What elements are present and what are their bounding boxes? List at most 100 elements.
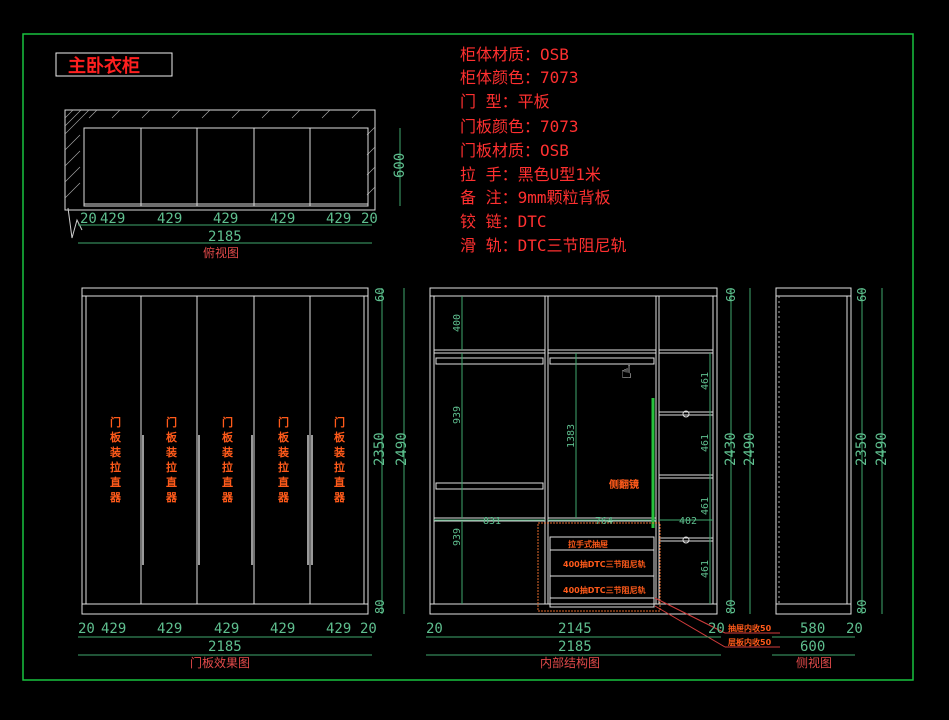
- dim-label: 20: [426, 621, 443, 637]
- dim-height: 80: [855, 600, 869, 614]
- dim-height: 2350: [854, 432, 870, 466]
- door-text: 器: [221, 491, 234, 504]
- door-text: 器: [277, 491, 290, 504]
- title-box: [55, 52, 173, 77]
- door-text: 板: [222, 430, 234, 444]
- dim-label: 429: [157, 621, 182, 637]
- dim-height: 2350: [372, 432, 388, 466]
- dim-label: 939: [452, 528, 463, 546]
- dim-label: 831: [483, 516, 501, 527]
- door-text: 装: [109, 445, 121, 459]
- dim-label: 764: [595, 516, 613, 527]
- door-text: 门: [110, 415, 121, 429]
- door-text: 拉: [334, 460, 345, 474]
- dim-total: 600: [800, 639, 825, 655]
- door-text: 拉: [222, 460, 233, 474]
- door-text: 板: [334, 430, 346, 444]
- dim-label: 429: [213, 211, 238, 227]
- dim-label: 429: [270, 621, 295, 637]
- door-text: 直: [278, 475, 289, 489]
- dim-label: 20: [708, 621, 725, 637]
- dim-label: 400: [452, 314, 463, 332]
- drawer-label: 400抽DTC三节阻尼轨: [563, 585, 646, 595]
- dim-height: 60: [855, 288, 869, 302]
- dim-label: 1383: [566, 424, 577, 448]
- spec-list: 柜体材质：OSB 柜体颜色：7073 门 型：平板 门板颜色：7073 门板材质…: [460, 45, 627, 255]
- door-text: 板: [278, 430, 290, 444]
- drawing-title: 主卧衣柜: [68, 55, 140, 77]
- dim-label: 429: [101, 621, 126, 637]
- door-text: 直: [334, 475, 345, 489]
- dim-label: 461: [700, 560, 711, 578]
- door-text: 板: [110, 430, 122, 444]
- spec-line: 门 型：平板: [460, 92, 550, 111]
- dim-label: 461: [700, 372, 711, 390]
- door-text: 板: [166, 430, 178, 444]
- spec-line: 拉 手：黑色U型1米: [460, 165, 601, 184]
- dim-label: 20: [360, 621, 377, 637]
- dim-label: 20: [80, 211, 97, 227]
- dim-label: 20: [78, 621, 95, 637]
- front-view: 门 板 装 拉 直 器 门 板 装 拉 直 器 门 板 装 拉 直 器 门 板 …: [78, 287, 410, 670]
- dim-height: 60: [724, 288, 738, 302]
- view-label: 内部结构图: [540, 655, 600, 670]
- door-text: 器: [333, 491, 346, 504]
- leader-note: 层板内收50: [727, 637, 772, 647]
- door-text: 直: [222, 475, 233, 489]
- dim-height: 80: [373, 600, 387, 614]
- dim-total: 2185: [208, 229, 242, 245]
- spec-line: 门板材质：OSB: [460, 141, 569, 160]
- dim-total: 2185: [558, 639, 592, 655]
- view-label: 门板效果图: [190, 655, 250, 670]
- dim-height: 2430: [723, 432, 739, 466]
- dim-label: 939: [452, 406, 463, 424]
- leader-note: 抽屉内收50: [728, 623, 772, 633]
- door-text: 直: [166, 475, 177, 489]
- dim-label: 20: [361, 211, 378, 227]
- door-text: 装: [221, 445, 233, 459]
- dim-height: 60: [373, 288, 387, 302]
- door-text: 门: [278, 415, 289, 429]
- top-view: 20 429 429 429 429 429 20 2185 600 俯视图: [64, 109, 408, 260]
- dim-height: 80: [724, 600, 738, 614]
- dim-label: 429: [157, 211, 182, 227]
- door-text: 装: [333, 445, 345, 459]
- drawing-frame: [22, 33, 914, 681]
- dim-depth: 600: [392, 153, 408, 178]
- dim-label: 429: [214, 621, 239, 637]
- door-text: 拉: [110, 460, 121, 474]
- spec-line: 滑 轨：DTC三节阻尼轨: [460, 236, 627, 255]
- drawer-label: 400抽DTC三节阻尼轨: [563, 559, 646, 569]
- door-text: 门: [166, 415, 177, 429]
- hand-cursor-icon: ☝: [621, 362, 632, 383]
- door-text: 装: [277, 445, 289, 459]
- spec-line: 柜体材质：OSB: [460, 45, 569, 64]
- spec-line: 备 注：9mm颗粒背板: [460, 188, 611, 207]
- door-text: 装: [165, 445, 177, 459]
- drawer-label: 拉手式抽屉: [568, 539, 608, 549]
- dim-height-total: 2490: [874, 432, 890, 466]
- dim-label: 580: [800, 621, 825, 637]
- dim-height-total: 2490: [742, 432, 758, 466]
- spec-line: 柜体颜色：7073: [460, 68, 579, 87]
- dim-label: 461: [700, 434, 711, 452]
- internal-view: 侧翻镜 ☝ 拉手式抽屉 400抽DTC三节阻尼轨 400抽DTC三节阻尼轨 抽屉…: [426, 287, 780, 670]
- door-text: 拉: [278, 460, 289, 474]
- dim-label: 429: [326, 211, 351, 227]
- dim-label: 20: [846, 621, 863, 637]
- mirror-label: 侧翻镜: [609, 478, 639, 491]
- spec-line: 铰 链：DTC: [460, 212, 547, 231]
- door-text: 拉: [166, 460, 177, 474]
- view-label: 侧视图: [796, 655, 832, 670]
- dim-label: 429: [270, 211, 295, 227]
- door-text: 器: [109, 491, 122, 504]
- dim-height-total: 2490: [394, 432, 410, 466]
- spec-line: 门板颜色：7073: [460, 117, 579, 136]
- door-text: 门: [222, 415, 233, 429]
- door-text: 门: [334, 415, 345, 429]
- side-view: 580 20 600 60 2350 80 2490 侧视图: [772, 287, 890, 670]
- view-label: 俯视图: [203, 245, 239, 260]
- dim-label: 2145: [558, 621, 592, 637]
- dim-total: 2185: [208, 639, 242, 655]
